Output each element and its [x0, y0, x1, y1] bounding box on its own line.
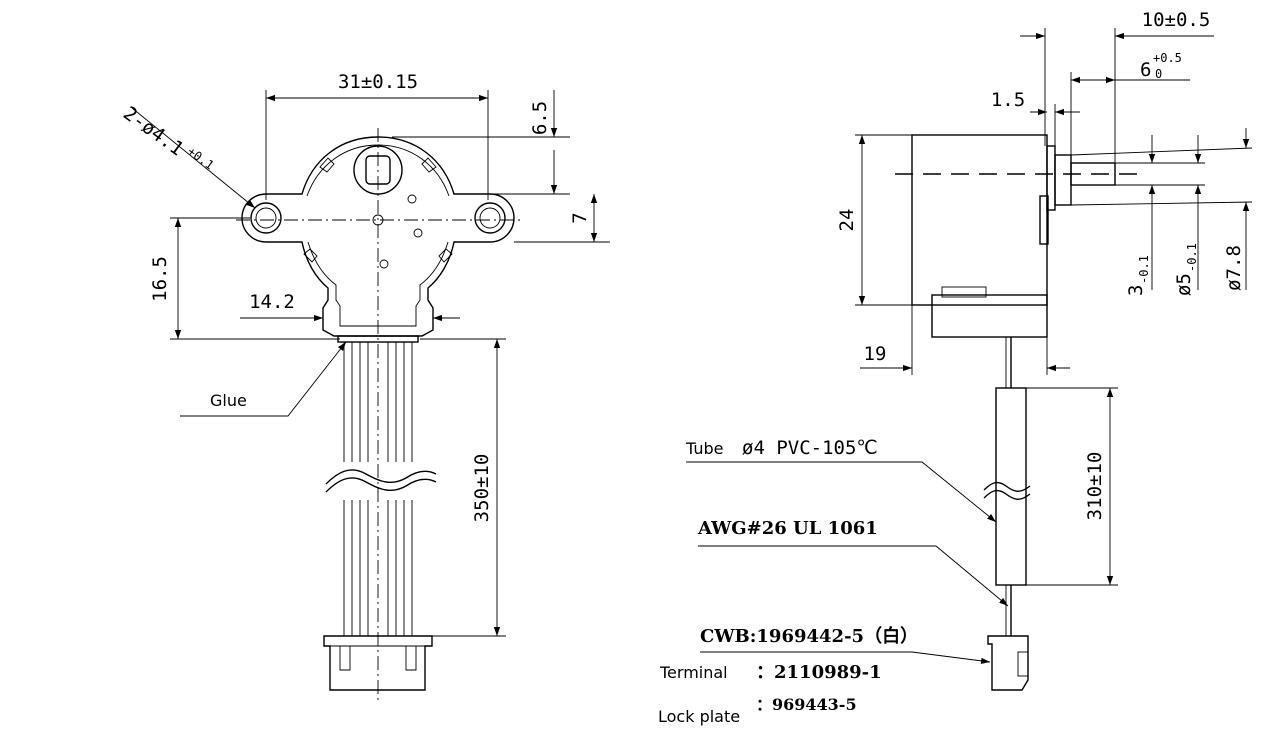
housing-tab-bottom-left — [303, 248, 318, 263]
connector-side — [987, 635, 1029, 691]
dim-tube-length-label: 310±10 — [1084, 452, 1106, 521]
dim-shaft-flat-label: 3 — [1125, 285, 1147, 296]
dim-shaft-dia-tol: -0.1 — [1185, 243, 1199, 272]
glue-label: Glue — [210, 391, 247, 410]
dim-height-label: 24 — [836, 209, 858, 232]
connector-latch-left — [339, 646, 351, 671]
connector-latch-right — [405, 646, 417, 671]
dim-holes-label: 2-ø4.1 — [119, 102, 187, 160]
mounting-hole-left-inner — [255, 207, 277, 229]
lock-plate-value: ：969443-5 — [756, 695, 857, 714]
wire-leader — [698, 545, 1009, 607]
dim-body-depth-label: 19 — [864, 343, 887, 365]
motor-body-side — [911, 134, 1048, 306]
pvc-tube — [995, 387, 1027, 586]
motor-base-side — [931, 294, 1048, 338]
dim-lead-length-label: 350±10 — [471, 454, 493, 523]
terminal-label: Terminal — [659, 663, 728, 682]
dim-center-offset-label: 7 — [569, 212, 591, 223]
dim-shaft-flat-tol: -0.1 — [1137, 255, 1151, 284]
tube-break-symbol-2 — [983, 489, 1031, 500]
dim-shaft-dia-label: ø5 — [1173, 273, 1195, 296]
wire-break-symbol-2 — [325, 477, 437, 493]
dim-top-offset-label: 6.5 — [529, 101, 551, 135]
housing-tab-top-right — [421, 157, 437, 173]
small-hole-1 — [407, 194, 417, 204]
boss-side — [1054, 154, 1072, 206]
housing-tab-top-left — [319, 157, 335, 173]
wire-break-symbol — [325, 469, 437, 485]
front-view: 31±0.15 2-ø4.1 +0.1 6.5 7 16.5 14.2 350±… — [119, 71, 610, 700]
tube-leader — [686, 461, 997, 523]
lock-plate-label: Lock plate — [658, 707, 740, 726]
motor-housing-outline — [241, 136, 515, 337]
connector-side-latch — [1017, 651, 1029, 677]
dim-top-label: 10±0.5 — [1142, 9, 1211, 31]
dim-shaft-tol-lower: 0 — [1155, 67, 1162, 81]
connector-housing — [323, 635, 433, 691]
dim-holes-tol: +0.1 — [185, 144, 217, 172]
tube-label: Tube — [685, 439, 723, 458]
small-hole-2 — [413, 228, 423, 238]
glue-leader — [180, 341, 347, 417]
lead-wires — [343, 342, 413, 636]
dim-shaft-label: 6 — [1140, 59, 1151, 81]
small-hole-3 — [379, 259, 389, 269]
connector-spec: CWB:1969442-5（白） — [700, 625, 918, 647]
dim-height-left-label: 16.5 — [149, 256, 171, 302]
connector-leader — [700, 651, 991, 664]
flange-bottom-side — [1039, 195, 1049, 245]
dim-neck-label: 14.2 — [249, 291, 295, 313]
tube-break-symbol — [983, 481, 1031, 492]
side-view: 24 19 10±0.5 6 +0.5 0 1.5 — [658, 9, 1253, 726]
wire-spec: AWG#26 UL 1061 — [697, 518, 878, 539]
dim-shaft-tol-upper: +0.5 — [1153, 51, 1182, 65]
mounting-hole-left — [250, 202, 282, 234]
dim-boss-dia-label: ø7.8 — [1223, 245, 1245, 291]
tube-spec: ø4 PVC-105℃ — [742, 437, 878, 459]
mounting-hole-right — [474, 202, 506, 234]
hole-leader — [131, 107, 256, 209]
motor-base-step — [941, 286, 987, 298]
housing-tab-bottom-right — [438, 248, 453, 263]
dim-flange-label: 1.5 — [991, 89, 1025, 111]
housing-inner-contour — [306, 144, 450, 197]
dim-width-label: 31±0.15 — [338, 71, 418, 93]
terminal-value: ：2110989-1 — [756, 662, 882, 683]
mounting-hole-right-inner — [479, 207, 501, 229]
